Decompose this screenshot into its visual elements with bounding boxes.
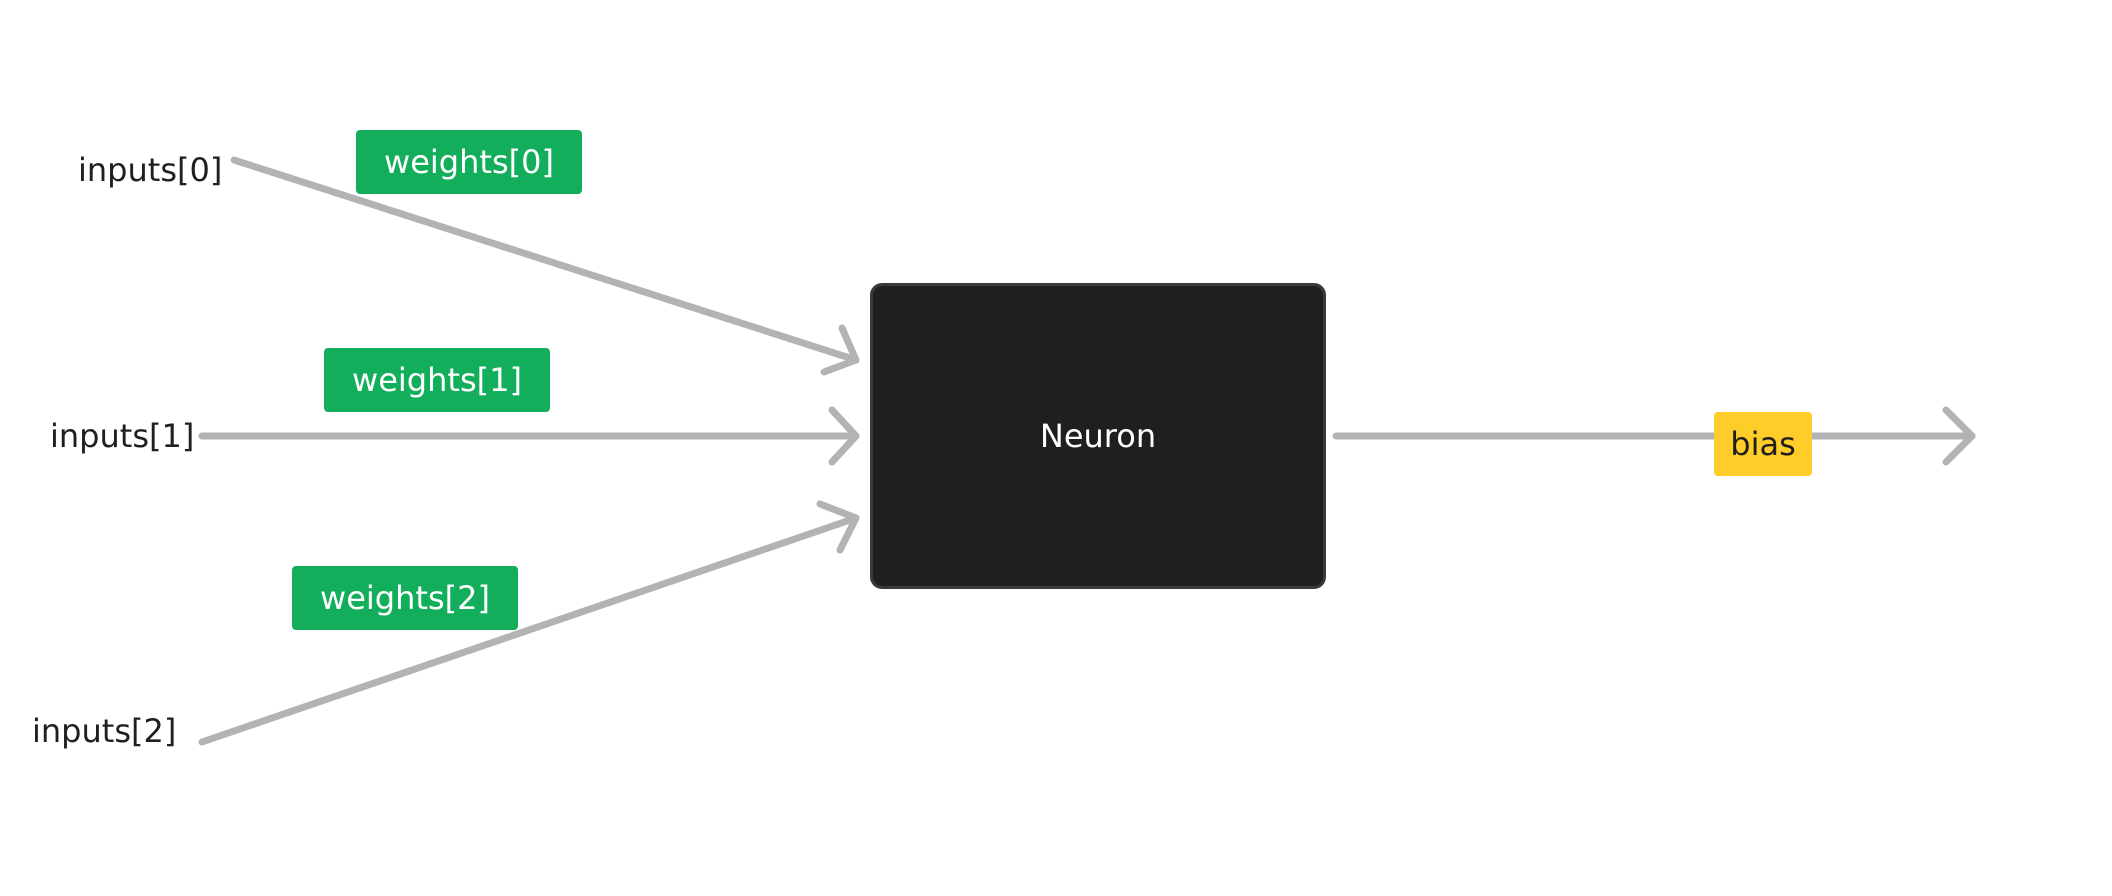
input-label-2: inputs[2] — [32, 712, 177, 750]
bias-tag: bias — [1714, 412, 1812, 476]
weight-tag-0: weights[0] — [356, 130, 582, 194]
input-label-1: inputs[1] — [50, 417, 195, 455]
edge-input-2 — [198, 514, 860, 746]
weight-tag-2: weights[2] — [292, 566, 518, 630]
arrowhead-input-0 — [820, 324, 860, 376]
arrowhead-output — [1942, 406, 1976, 466]
arrowhead-input-1 — [828, 406, 860, 466]
weight-tag-1: weights[1] — [324, 348, 550, 412]
edge-input-0 — [230, 156, 860, 364]
neuron-node: Neuron — [870, 283, 1326, 589]
input-label-0: inputs[0] — [78, 151, 223, 189]
arrowhead-input-2 — [816, 500, 860, 554]
